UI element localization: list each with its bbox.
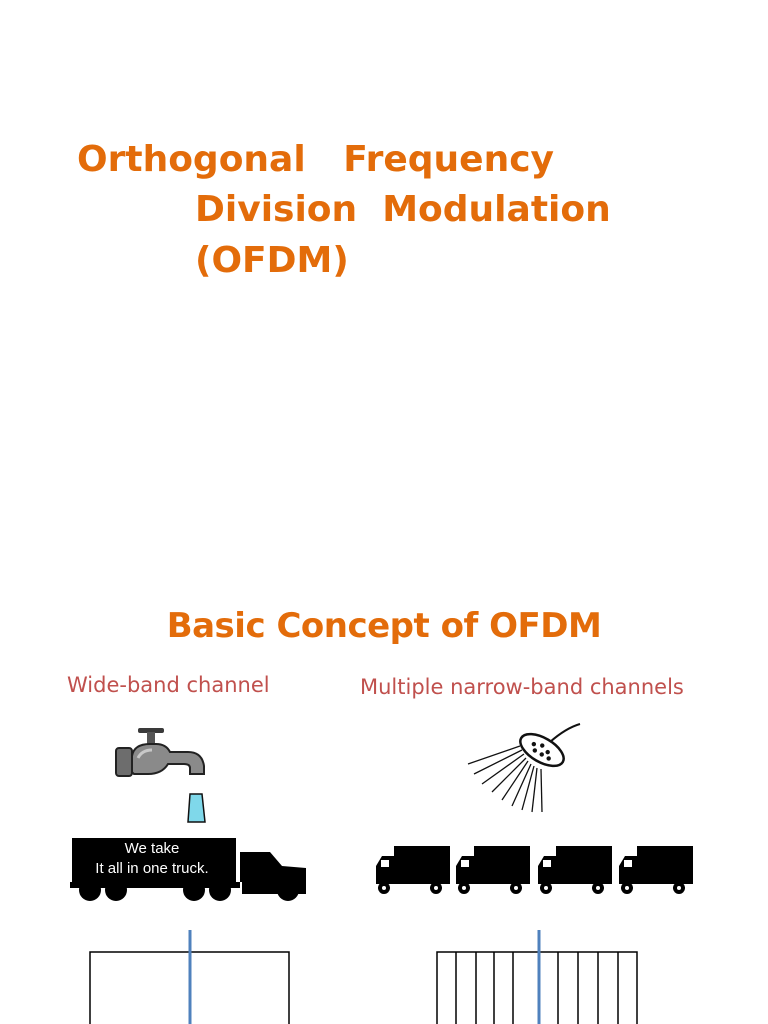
wide-band-spectrum: [89, 930, 290, 1024]
small-trucks-group: [376, 846, 693, 894]
concept-slide: Basic Concept of OFDM Wide-band channel …: [0, 560, 768, 1024]
slide-heading: Basic Concept of OFDM: [166, 606, 602, 646]
title-slide: Orthogonal Frequency Division Modulation…: [77, 139, 611, 281]
shower-head-icon: [467, 723, 581, 813]
narrow-band-label: Multiple narrow-band channels: [360, 675, 684, 699]
truck-sign-line-2: It all in one truck.: [95, 860, 209, 877]
slide-title-line-2: Division Modulation: [195, 189, 611, 230]
slide-title-line-3: (OFDM): [195, 240, 349, 281]
truck-icon: [376, 846, 450, 894]
wide-band-label: Wide-band channel: [67, 673, 270, 697]
truck-icon: [619, 846, 693, 894]
narrow-band-spectrum: [436, 930, 638, 1024]
truck-icon: [456, 846, 530, 894]
truck-sign-line-1: We take: [124, 840, 180, 857]
faucet-icon: [115, 728, 206, 823]
truck-icon: [70, 838, 306, 901]
slide-title-line-1: Orthogonal Frequency: [77, 139, 554, 180]
truck-icon: [538, 846, 612, 894]
